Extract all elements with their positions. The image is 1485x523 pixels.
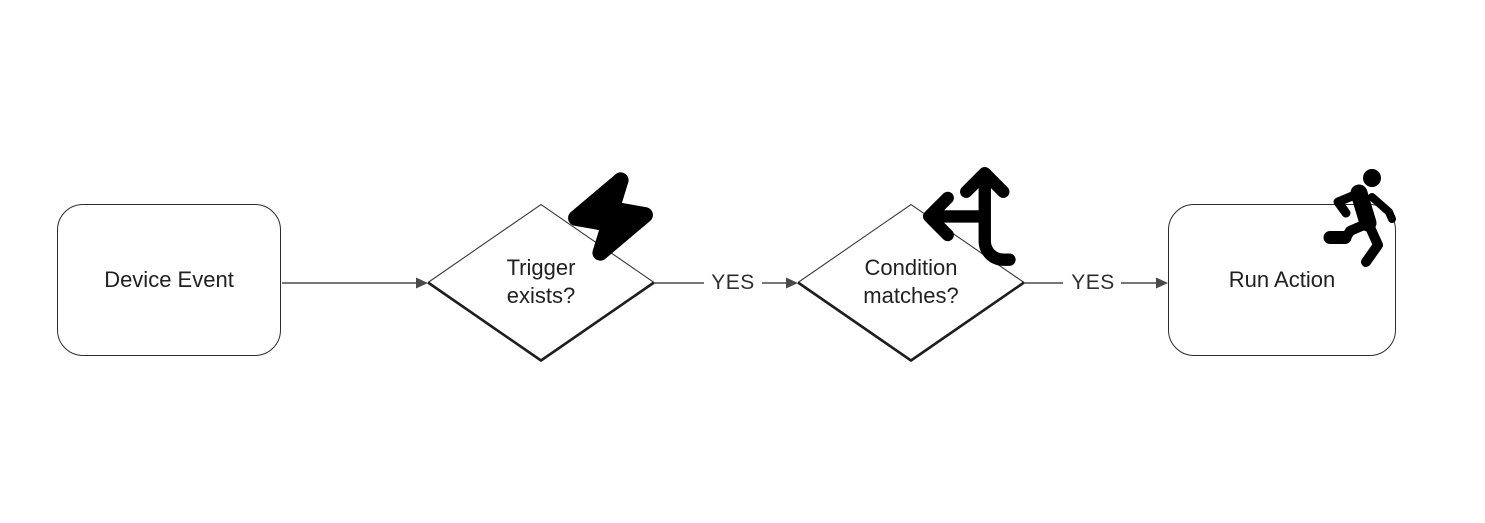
connector-trigger-to-condition — [654, 277, 798, 289]
node-condition-matches-label: Condition matches? — [863, 255, 959, 308]
node-run-action: Run Action — [1168, 204, 1396, 356]
connector-condition-to-run-action — [1024, 277, 1168, 289]
connector-device-event-to-trigger — [282, 277, 428, 289]
node-run-action-label: Run Action — [1228, 267, 1336, 293]
edge-label-yes-2: YES — [1071, 271, 1115, 294]
edge-label-yes-1: YES — [711, 271, 755, 294]
node-device-event-label: Device Event — [104, 267, 234, 293]
node-trigger-exists-label: Trigger exists? — [506, 255, 576, 308]
arrowhead-icon — [786, 277, 798, 289]
node-device-event: Device Event — [57, 204, 281, 356]
arrowhead-icon — [1156, 277, 1168, 289]
arrowhead-icon — [416, 277, 428, 289]
